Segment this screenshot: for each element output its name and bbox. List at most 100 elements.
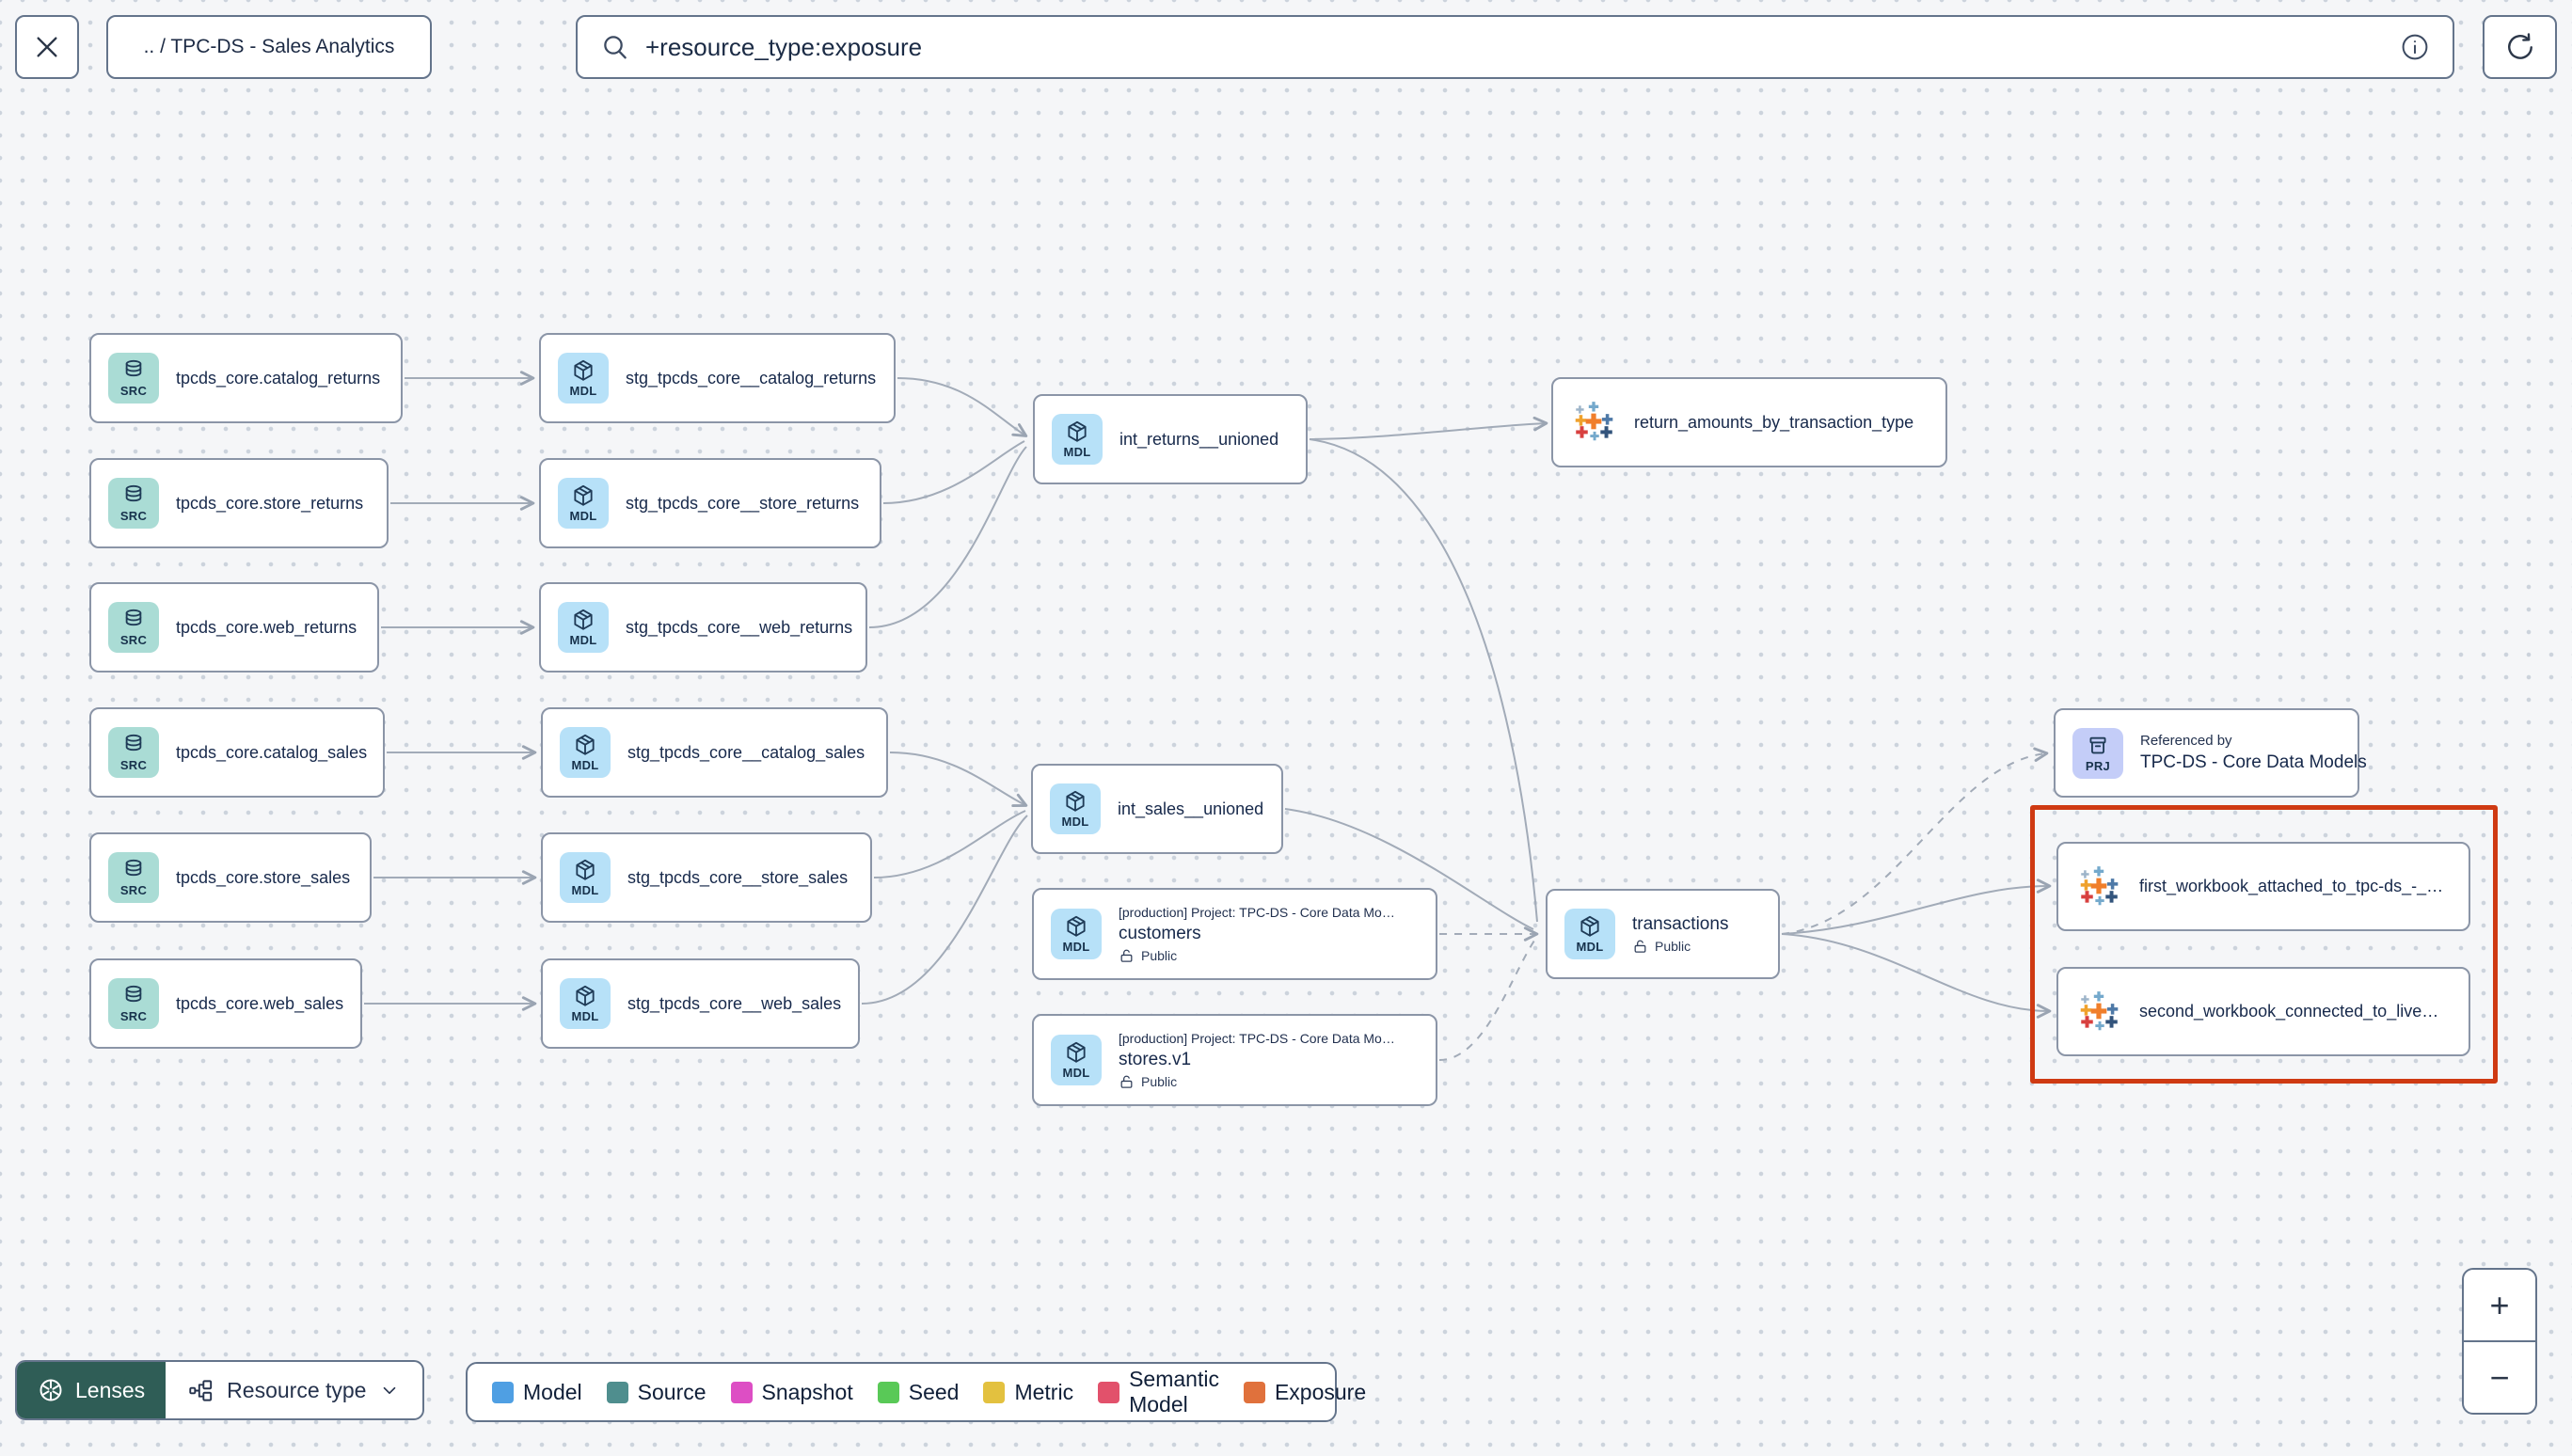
search-bar[interactable]: [576, 15, 2454, 79]
edge: [882, 440, 1025, 504]
node-label: tpcds_core.catalog_sales: [176, 742, 368, 762]
legend-label: Metric: [1014, 1379, 1074, 1404]
node-label: tpcds_core.store_returns: [176, 493, 364, 513]
node-label: stg_tpcds_core__catalog_sales: [627, 742, 865, 762]
edge: [873, 810, 1026, 878]
breadcrumb-label: .. / TPC-DS - Sales Analytics: [143, 36, 395, 57]
legend-label: Semantic Model: [1129, 1367, 1219, 1416]
node-stg-store-returns[interactable]: MDL stg_tpcds_core__store_returns: [539, 458, 881, 548]
tableau-icon: [1570, 399, 1617, 446]
node-label: tpcds_core.web_sales: [176, 993, 344, 1013]
search-icon: [604, 36, 627, 59]
legend-label: Source: [637, 1379, 707, 1404]
legend-swatch: [730, 1381, 753, 1403]
node-src-web-sales[interactable]: SRC tpcds_core.web_sales: [89, 958, 362, 1049]
database-icon: SRC: [108, 978, 159, 1029]
tableau-icon: [2075, 989, 2122, 1036]
legend-item-exposure: Exposure: [1243, 1380, 1366, 1405]
cube-icon: MDL: [1050, 783, 1101, 834]
cube-icon: MDL: [1052, 414, 1103, 465]
edge: [897, 377, 1028, 437]
node-int-sales-unioned[interactable]: MDL int_sales__unioned: [1031, 764, 1283, 854]
legend-swatch: [1243, 1381, 1265, 1403]
cube-icon: MDL: [558, 353, 609, 404]
node-label: first_workbook_attached_to_tpc-ds_-_…: [2139, 877, 2444, 895]
search-input[interactable]: [645, 32, 2385, 62]
node-access: Public: [1119, 1074, 1395, 1090]
node-label: tpcds_core.web_returns: [176, 617, 357, 637]
legend-label: Snapshot: [761, 1379, 853, 1404]
node-src-catalog-sales[interactable]: SRC tpcds_core.catalog_sales: [89, 707, 385, 798]
node-label: TPC-DS - Core Data Models: [2140, 752, 2367, 772]
node-mdl-customers[interactable]: MDL[production] Project: TPC-DS - Core D…: [1032, 888, 1437, 980]
edge: [1309, 438, 1538, 923]
node-access: Public: [1632, 939, 1728, 955]
node-exp-return-amounts[interactable]: return_amounts_by_transaction_type: [1551, 377, 1947, 467]
refresh-button[interactable]: [2483, 15, 2557, 79]
chevron-down-icon: [384, 1386, 396, 1395]
database-icon: SRC: [108, 478, 159, 529]
edge: [1781, 878, 2052, 935]
sitemap-icon: [189, 1379, 213, 1401]
zoom-in-button[interactable]: +: [2464, 1270, 2535, 1342]
aperture-icon: [40, 1379, 62, 1401]
node-src-store-returns[interactable]: SRC tpcds_core.store_returns: [89, 458, 389, 548]
node-project: [production] Project: TPC-DS - Core Data…: [1119, 904, 1395, 920]
node-src-web-returns[interactable]: SRC tpcds_core.web_returns: [89, 582, 379, 673]
resource-type-label: Resource type: [227, 1377, 367, 1402]
edge-dashed: [1438, 940, 1535, 1061]
node-label: transactions: [1632, 913, 1729, 934]
legend-swatch: [492, 1381, 514, 1403]
node-label: tpcds_core.store_sales: [176, 867, 351, 887]
legend-swatch: [877, 1381, 899, 1403]
zoom-out-button[interactable]: −: [2489, 1357, 2510, 1397]
close-button[interactable]: [15, 15, 79, 79]
legend-swatch: [1098, 1381, 1120, 1403]
database-icon: SRC: [108, 353, 159, 404]
node-label: stores.v1: [1119, 1049, 1192, 1069]
node-label: stg_tpcds_core__store_sales: [627, 867, 849, 887]
node-label: int_sales__unioned: [1118, 799, 1264, 818]
legend-item-seed: Seed: [877, 1379, 960, 1405]
edge: [1309, 416, 1548, 440]
database-icon: SRC: [108, 602, 159, 653]
legend-label: Model: [523, 1379, 582, 1404]
lock-icon: [1119, 1074, 1135, 1090]
node-label: customers: [1119, 923, 1201, 943]
database-icon: SRC: [108, 727, 159, 778]
node-exp-second-workbook[interactable]: second_workbook_connected_to_live…: [2056, 967, 2470, 1056]
lock-icon: [1632, 939, 1648, 955]
lock-icon: [1119, 948, 1135, 964]
node-project: [production] Project: TPC-DS - Core Data…: [1119, 1030, 1395, 1046]
lenses-button[interactable]: Lenses: [17, 1362, 167, 1418]
legend-item-source: Source: [606, 1379, 707, 1405]
node-label: stg_tpcds_core__store_returns: [626, 493, 860, 513]
node-exp-first-workbook[interactable]: first_workbook_attached_to_tpc-ds_-_…: [2056, 842, 2470, 931]
edge-dashed: [1781, 747, 2049, 935]
breadcrumb[interactable]: .. / TPC-DS - Sales Analytics: [106, 15, 432, 79]
close-icon: [37, 37, 57, 57]
edge: [1781, 933, 2052, 1019]
cube-icon: MDL: [558, 602, 609, 653]
cube-icon: MDL: [558, 478, 609, 529]
node-subtitle: Referenced by: [2140, 733, 2232, 749]
zoom-controls: + −: [2462, 1268, 2537, 1415]
legend-swatch: [983, 1381, 1006, 1403]
resource-type-dropdown[interactable]: Resource type: [166, 1362, 422, 1418]
legend-label: Seed: [908, 1379, 960, 1404]
info-icon[interactable]: [2400, 32, 2430, 62]
node-mdl-stores-v1[interactable]: MDL[production] Project: TPC-DS - Core D…: [1032, 1014, 1437, 1106]
edge: [889, 752, 1028, 807]
legend: Model Source Snapshot Seed Metric Semantic Mo…: [466, 1362, 1366, 1422]
